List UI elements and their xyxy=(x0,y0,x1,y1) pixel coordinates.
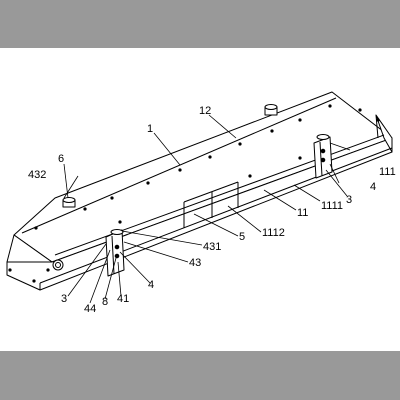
bottom-gray-band xyxy=(0,351,400,400)
housing-body xyxy=(6,91,393,291)
right-bracket-cap xyxy=(316,134,330,140)
callout-labels: 1 12 6 432 111 4 1111 3 11 1112 5 431 43… xyxy=(28,105,396,315)
label-3-left: 3 xyxy=(61,293,67,305)
label-3-right: 3 xyxy=(346,194,352,206)
label-431: 431 xyxy=(203,241,221,253)
partition-top xyxy=(183,181,239,203)
top-fitting-far-cap xyxy=(264,104,278,110)
label-1112: 1112 xyxy=(262,227,285,239)
label-1: 1 xyxy=(147,123,153,135)
side-port-fitting xyxy=(52,259,64,271)
left-bracket-cap xyxy=(110,229,124,235)
label-6: 6 xyxy=(58,153,64,165)
top-gray-band xyxy=(0,0,400,48)
label-12: 12 xyxy=(199,105,211,117)
label-44: 44 xyxy=(84,303,96,315)
label-11: 11 xyxy=(297,207,308,219)
label-41: 41 xyxy=(117,293,129,305)
right-bracket-hole-lower xyxy=(320,157,326,163)
left-end-wall xyxy=(6,234,53,263)
right-mount-bracket xyxy=(313,136,333,179)
right-bracket-hole-upper xyxy=(320,148,326,154)
label-43: 43 xyxy=(189,257,201,269)
label-111: 111 xyxy=(379,166,396,178)
top-fitting-left-cap xyxy=(62,197,76,203)
label-4-right: 4 xyxy=(370,181,376,193)
label-8: 8 xyxy=(102,296,108,308)
left-bracket-hole-upper xyxy=(114,244,120,250)
cover-bolts xyxy=(8,104,380,283)
right-rib xyxy=(375,114,379,139)
cover-edge-inner xyxy=(21,97,337,234)
left-bracket-hole-lower xyxy=(114,253,120,259)
label-4-left: 4 xyxy=(148,279,154,291)
top-cover xyxy=(13,91,393,263)
label-5: 5 xyxy=(239,231,245,243)
label-1111: 1111 xyxy=(321,200,343,212)
leader-lines xyxy=(63,114,351,304)
label-432: 432 xyxy=(28,169,46,181)
side-port-fitting-inner xyxy=(55,262,61,268)
right-end-plate xyxy=(375,114,393,153)
